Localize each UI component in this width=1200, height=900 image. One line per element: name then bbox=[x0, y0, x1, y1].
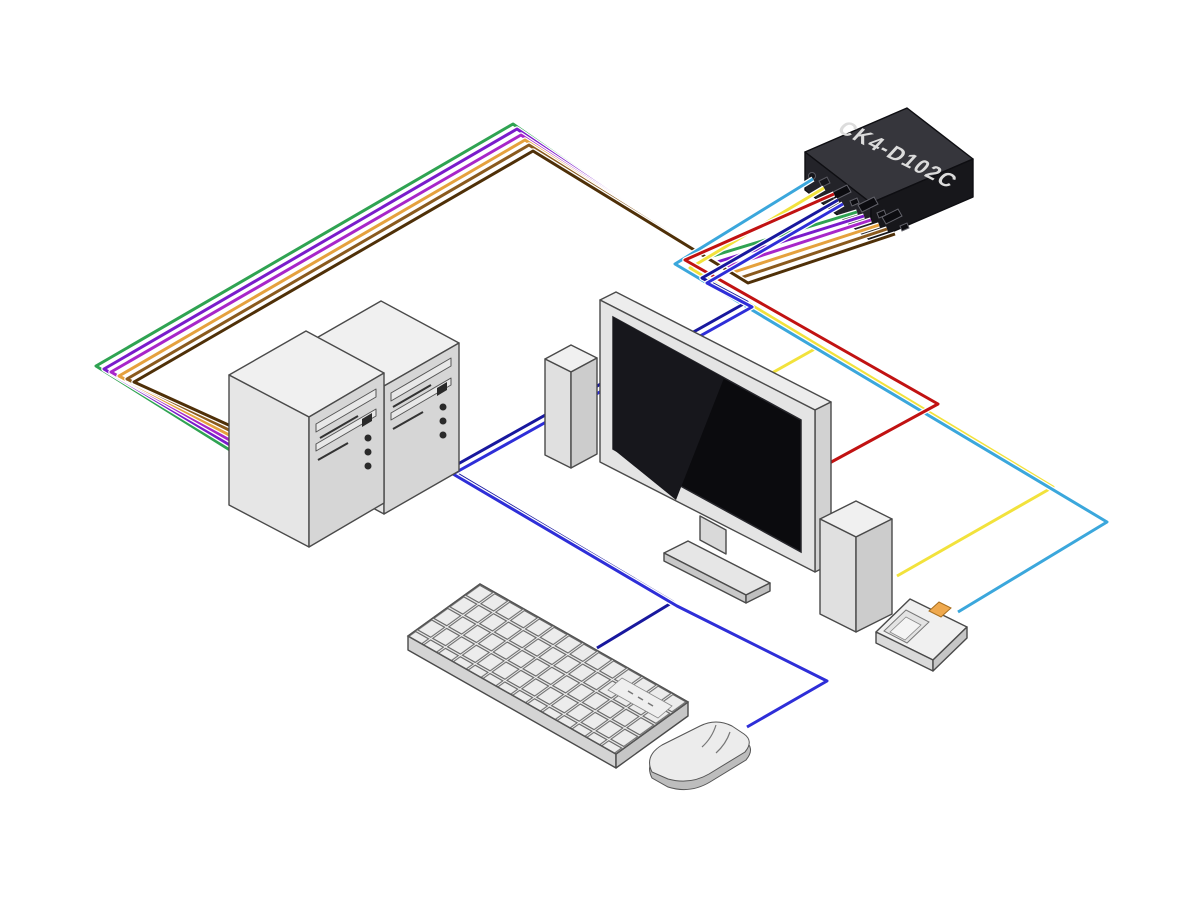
drive-bay bbox=[315, 388, 377, 433]
console-port-icon bbox=[830, 184, 852, 201]
drive-bay bbox=[390, 377, 452, 421]
monitor-stand bbox=[663, 515, 771, 604]
front-button bbox=[439, 403, 447, 411]
cable-keyboard-cable bbox=[447, 198, 839, 650]
indicator-mark bbox=[627, 690, 634, 695]
indicator-mark bbox=[647, 702, 654, 707]
keyboard bbox=[406, 583, 690, 769]
mouse bbox=[649, 721, 751, 791]
screen-reflection bbox=[613, 317, 724, 500]
front-button bbox=[439, 417, 447, 425]
usb-port-icon bbox=[818, 176, 831, 188]
mouse-button-seam bbox=[701, 724, 717, 748]
card-slot-inner bbox=[889, 616, 922, 641]
kvm-switch: CK4-D102C bbox=[804, 107, 974, 242]
smart-card-chip bbox=[928, 601, 952, 618]
computer-tower-1 bbox=[228, 330, 385, 548]
cable-pc2-audio bbox=[132, 149, 896, 429]
cable-layer bbox=[93, 121, 1110, 730]
speaker-right bbox=[819, 500, 893, 633]
drive-slot bbox=[392, 384, 432, 408]
front-button bbox=[364, 462, 372, 470]
power-button bbox=[437, 382, 447, 396]
pc1-port-icon bbox=[857, 196, 879, 213]
floppy-slot bbox=[317, 442, 349, 461]
usb-port-icon bbox=[899, 222, 910, 232]
power-button bbox=[362, 413, 372, 427]
monitor bbox=[599, 291, 832, 573]
usb-port-icon bbox=[849, 197, 860, 207]
mouse-body bbox=[649, 721, 750, 782]
front-button bbox=[364, 434, 372, 442]
mouse-button-seam bbox=[715, 731, 731, 754]
speaker-left bbox=[544, 344, 598, 469]
floppy-slot bbox=[392, 411, 424, 430]
drive-slot bbox=[319, 415, 359, 439]
cable-card-reader-cable bbox=[673, 177, 1109, 614]
front-button bbox=[364, 448, 372, 456]
drive-bay bbox=[390, 357, 452, 402]
cable-monitor-video bbox=[683, 192, 940, 468]
pc2-port-icon bbox=[881, 208, 903, 225]
indicator-mark bbox=[637, 696, 644, 701]
front-button bbox=[439, 431, 447, 439]
card-reader bbox=[875, 598, 968, 672]
keyboard-keys bbox=[406, 583, 690, 755]
drive-bay bbox=[315, 408, 377, 452]
